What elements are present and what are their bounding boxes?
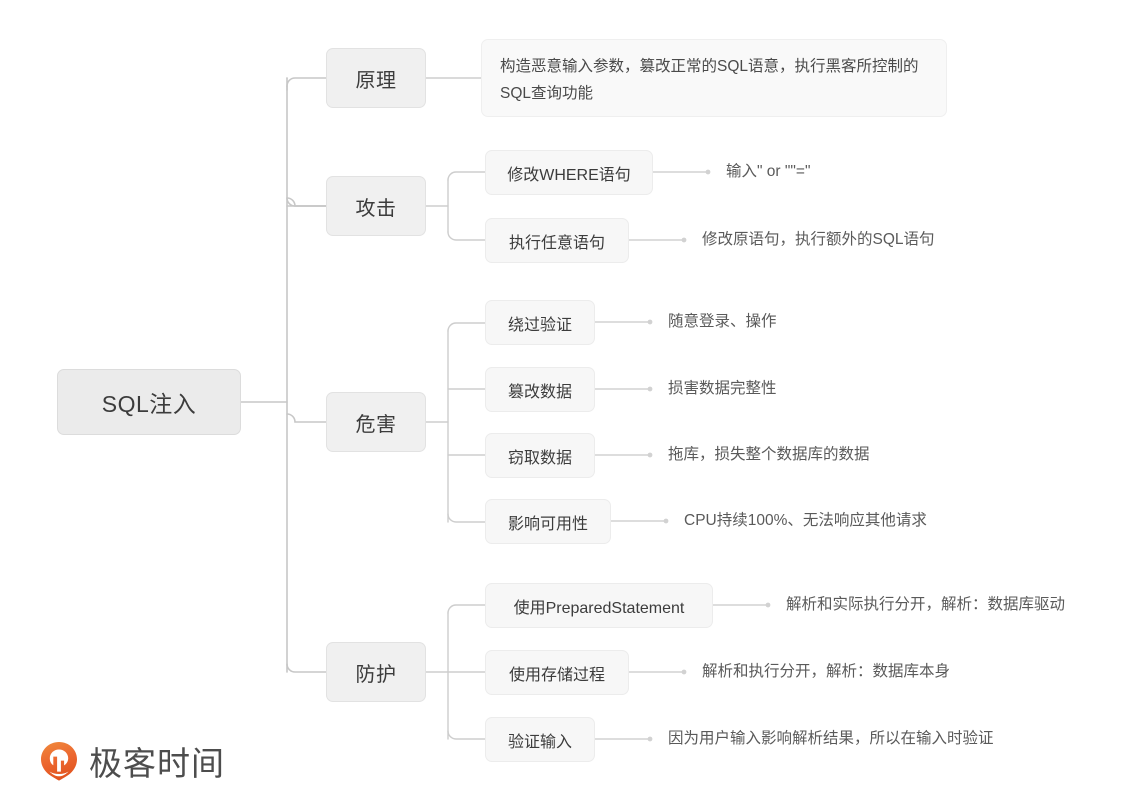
leaf-node-bypass-auth[interactable]: 绕过验证 [485,300,595,345]
branch-label: 原理 [355,69,397,92]
leaf-node-prepared-statement[interactable]: 使用PreparedStatement [485,583,713,628]
leaf-node-modify-where[interactable]: 修改WHERE语句 [485,150,653,195]
leaf-detail-text: 输入" or ""=" [726,162,811,180]
leaf-detail-text: 解析和执行分开，解析：数据库本身 [702,662,951,680]
leaf-detail-arbitrary-statement: 修改原语句，执行额外的SQL语句 [702,229,935,251]
branch-label: 危害 [355,413,397,436]
leaf-label: 修改WHERE语句 [507,166,631,184]
leaf-label: 影响可用性 [507,515,588,533]
leaf-label: 执行任意语句 [508,234,605,252]
principle-description-box: 构造恶意输入参数，篡改正常的SQL语意，执行黑客所控制的SQL查询功能 [481,39,947,117]
leaf-detail-modify-where: 输入" or ""=" [726,161,810,183]
leaf-label: 验证输入 [507,733,572,751]
leaf-detail-text: CPU持续100%、无法响应其他请求 [684,511,927,529]
branch-node-attack[interactable]: 攻击 [326,176,426,236]
leaf-detail-text: 拖库，损失整个数据库的数据 [668,445,870,463]
mindmap-root-label: SQL注入 [101,391,197,417]
leaf-label: 窃取数据 [507,449,572,467]
leaf-detail-text: 随意登录、操作 [668,312,777,330]
leaf-node-stored-procedure[interactable]: 使用存储过程 [485,650,629,695]
leaf-detail-availability: CPU持续100%、无法响应其他请求 [684,510,927,532]
brand-logo: 极客时间 [38,737,225,785]
leaf-detail-text: 解析和实际执行分开，解析：数据库驱动 [786,595,1066,613]
brand-logo-text: 极客时间 [89,745,225,782]
leaf-detail-bypass-auth: 随意登录、操作 [668,311,777,333]
principle-description-text: 构造恶意输入参数，篡改正常的SQL语意，执行黑客所控制的SQL查询功能 [500,58,919,102]
leaf-detail-text: 修改原语句，执行额外的SQL语句 [702,230,935,248]
leaf-label: 篡改数据 [507,383,572,401]
branch-label: 攻击 [355,197,397,220]
leaf-node-steal-data[interactable]: 窃取数据 [485,433,595,478]
leaf-label: 使用存储过程 [508,666,605,684]
leaf-detail-text: 损害数据完整性 [668,379,777,397]
geektime-pin-icon [38,740,80,782]
leaf-node-tamper-data[interactable]: 篡改数据 [485,367,595,412]
branch-label: 防护 [355,663,397,686]
branch-node-principle[interactable]: 原理 [326,48,426,108]
leaf-node-availability[interactable]: 影响可用性 [485,499,611,544]
branch-node-defense[interactable]: 防护 [326,642,426,702]
leaf-node-arbitrary-statement[interactable]: 执行任意语句 [485,218,629,263]
leaf-label: 绕过验证 [507,316,572,334]
leaf-detail-tamper-data: 损害数据完整性 [668,378,777,400]
leaf-detail-prepared-statement: 解析和实际执行分开，解析：数据库驱动 [786,594,1065,616]
mindmap-root-node[interactable]: SQL注入 [57,369,241,435]
leaf-detail-text: 因为用户输入影响解析结果，所以在输入时验证 [668,729,994,747]
leaf-node-validate-input[interactable]: 验证输入 [485,717,595,762]
leaf-label: 使用PreparedStatement [513,599,685,617]
branch-node-harm[interactable]: 危害 [326,392,426,452]
leaf-detail-stored-procedure: 解析和执行分开，解析：数据库本身 [702,661,950,683]
leaf-detail-steal-data: 拖库，损失整个数据库的数据 [668,444,870,466]
leaf-detail-validate-input: 因为用户输入影响解析结果，所以在输入时验证 [668,728,994,750]
